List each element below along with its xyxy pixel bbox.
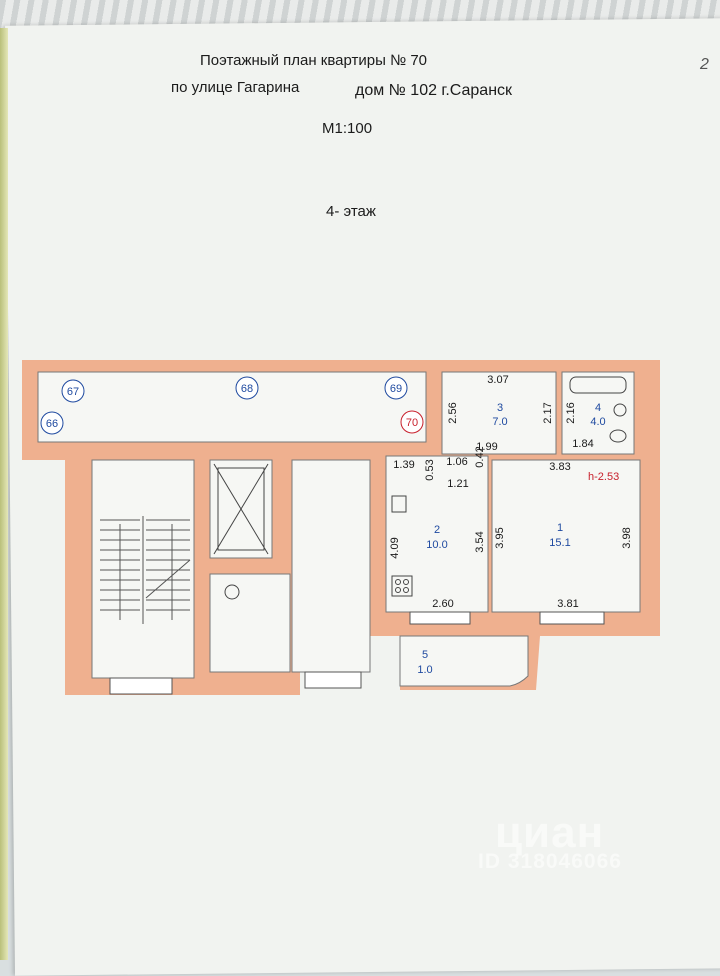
paper-edge [0, 28, 8, 960]
room-4 [561, 371, 635, 455]
room-3-number: 3 [497, 402, 503, 414]
room-5-area: 1.0 [417, 664, 432, 676]
marker-67-label: 67 [67, 386, 79, 398]
window-stairwell [109, 677, 173, 695]
stove [391, 575, 413, 597]
floor-label: 4- этаж [326, 203, 376, 220]
marker-66 [40, 411, 64, 435]
dim-354: 3.54 [474, 531, 486, 552]
marker-69-label: 69 [390, 383, 402, 395]
dim-398: 3.98 [621, 527, 633, 548]
room-4-area: 4.0 [590, 416, 605, 428]
room-1 [491, 459, 641, 613]
room-1-area: 15.1 [549, 537, 570, 549]
room-2-area: 10.0 [426, 539, 447, 551]
dim-053: 0.53 [424, 459, 436, 480]
room-5-balcony [399, 635, 529, 687]
kitchen-sink [391, 495, 407, 513]
plan-street: по улице Гагарина [171, 79, 300, 96]
dim-121: 1.21 [447, 478, 468, 490]
marker-68 [235, 376, 259, 400]
room-4-number: 4 [595, 402, 601, 414]
plan-title: Поэтажный план квартиры № 70 [200, 52, 428, 69]
shaft-inner [217, 467, 265, 551]
dim-217: 2.17 [542, 402, 554, 423]
room-3 [441, 371, 557, 455]
room-1-number: 1 [557, 522, 563, 534]
window-room-1 [539, 611, 605, 625]
shaft-cross-2 [213, 463, 269, 555]
dim-383: 3.83 [549, 461, 570, 473]
toilet [609, 429, 627, 443]
hall-corridor [291, 459, 371, 673]
marker-70 [400, 410, 424, 434]
dim-106: 1.06 [446, 456, 467, 468]
marker-69 [384, 376, 408, 400]
handwritten-mark: 2 [700, 56, 709, 73]
room-labels: 3 7.0 4 4.0 2 10.0 1 15.1 5 1.0 h-2.53 [417, 402, 619, 676]
dimension-labels: 3.07 2.56 2.17 2.16 1.99 1.84 3.83 1.39 … [389, 374, 633, 610]
lobby-room [209, 573, 291, 673]
dim-256: 2.56 [447, 402, 459, 423]
bathtub [569, 376, 627, 394]
plan-scale: М1:100 [322, 120, 373, 137]
marker-70-label: 70 [406, 417, 418, 429]
staircase [100, 516, 191, 624]
watermark-brand: циан [495, 808, 605, 857]
marker-67 [61, 379, 85, 403]
dim-381: 3.81 [557, 598, 578, 610]
marker-66-label: 66 [46, 418, 58, 430]
plan-house: дом № 102 г.Саранск [355, 82, 513, 99]
sink [613, 403, 627, 417]
ceiling-height: h-2.53 [588, 471, 619, 483]
dim-139: 1.39 [393, 459, 414, 471]
window-kitchen [409, 611, 471, 625]
lobby-fixture [224, 584, 240, 600]
window-hall [304, 671, 362, 689]
dim-184: 1.84 [572, 438, 593, 450]
corridor-strip [37, 371, 427, 443]
dim-395: 3.95 [494, 527, 506, 548]
dim-042: 0.42 [474, 446, 486, 467]
balcony-markers: 66 67 68 69 70 [40, 376, 424, 435]
dim-260: 2.60 [432, 598, 453, 610]
dim-307: 3.07 [487, 374, 508, 386]
dim-216: 2.16 [565, 402, 577, 423]
watermark-id: ID 318046066 [478, 850, 622, 873]
room-2 [385, 455, 489, 613]
room-3-area: 7.0 [492, 416, 507, 428]
dim-199: 1.99 [476, 441, 497, 453]
dim-409: 4.09 [389, 537, 401, 558]
marker-68-label: 68 [241, 383, 253, 395]
room-5-number: 5 [422, 649, 428, 661]
room-2-number: 2 [434, 524, 440, 536]
